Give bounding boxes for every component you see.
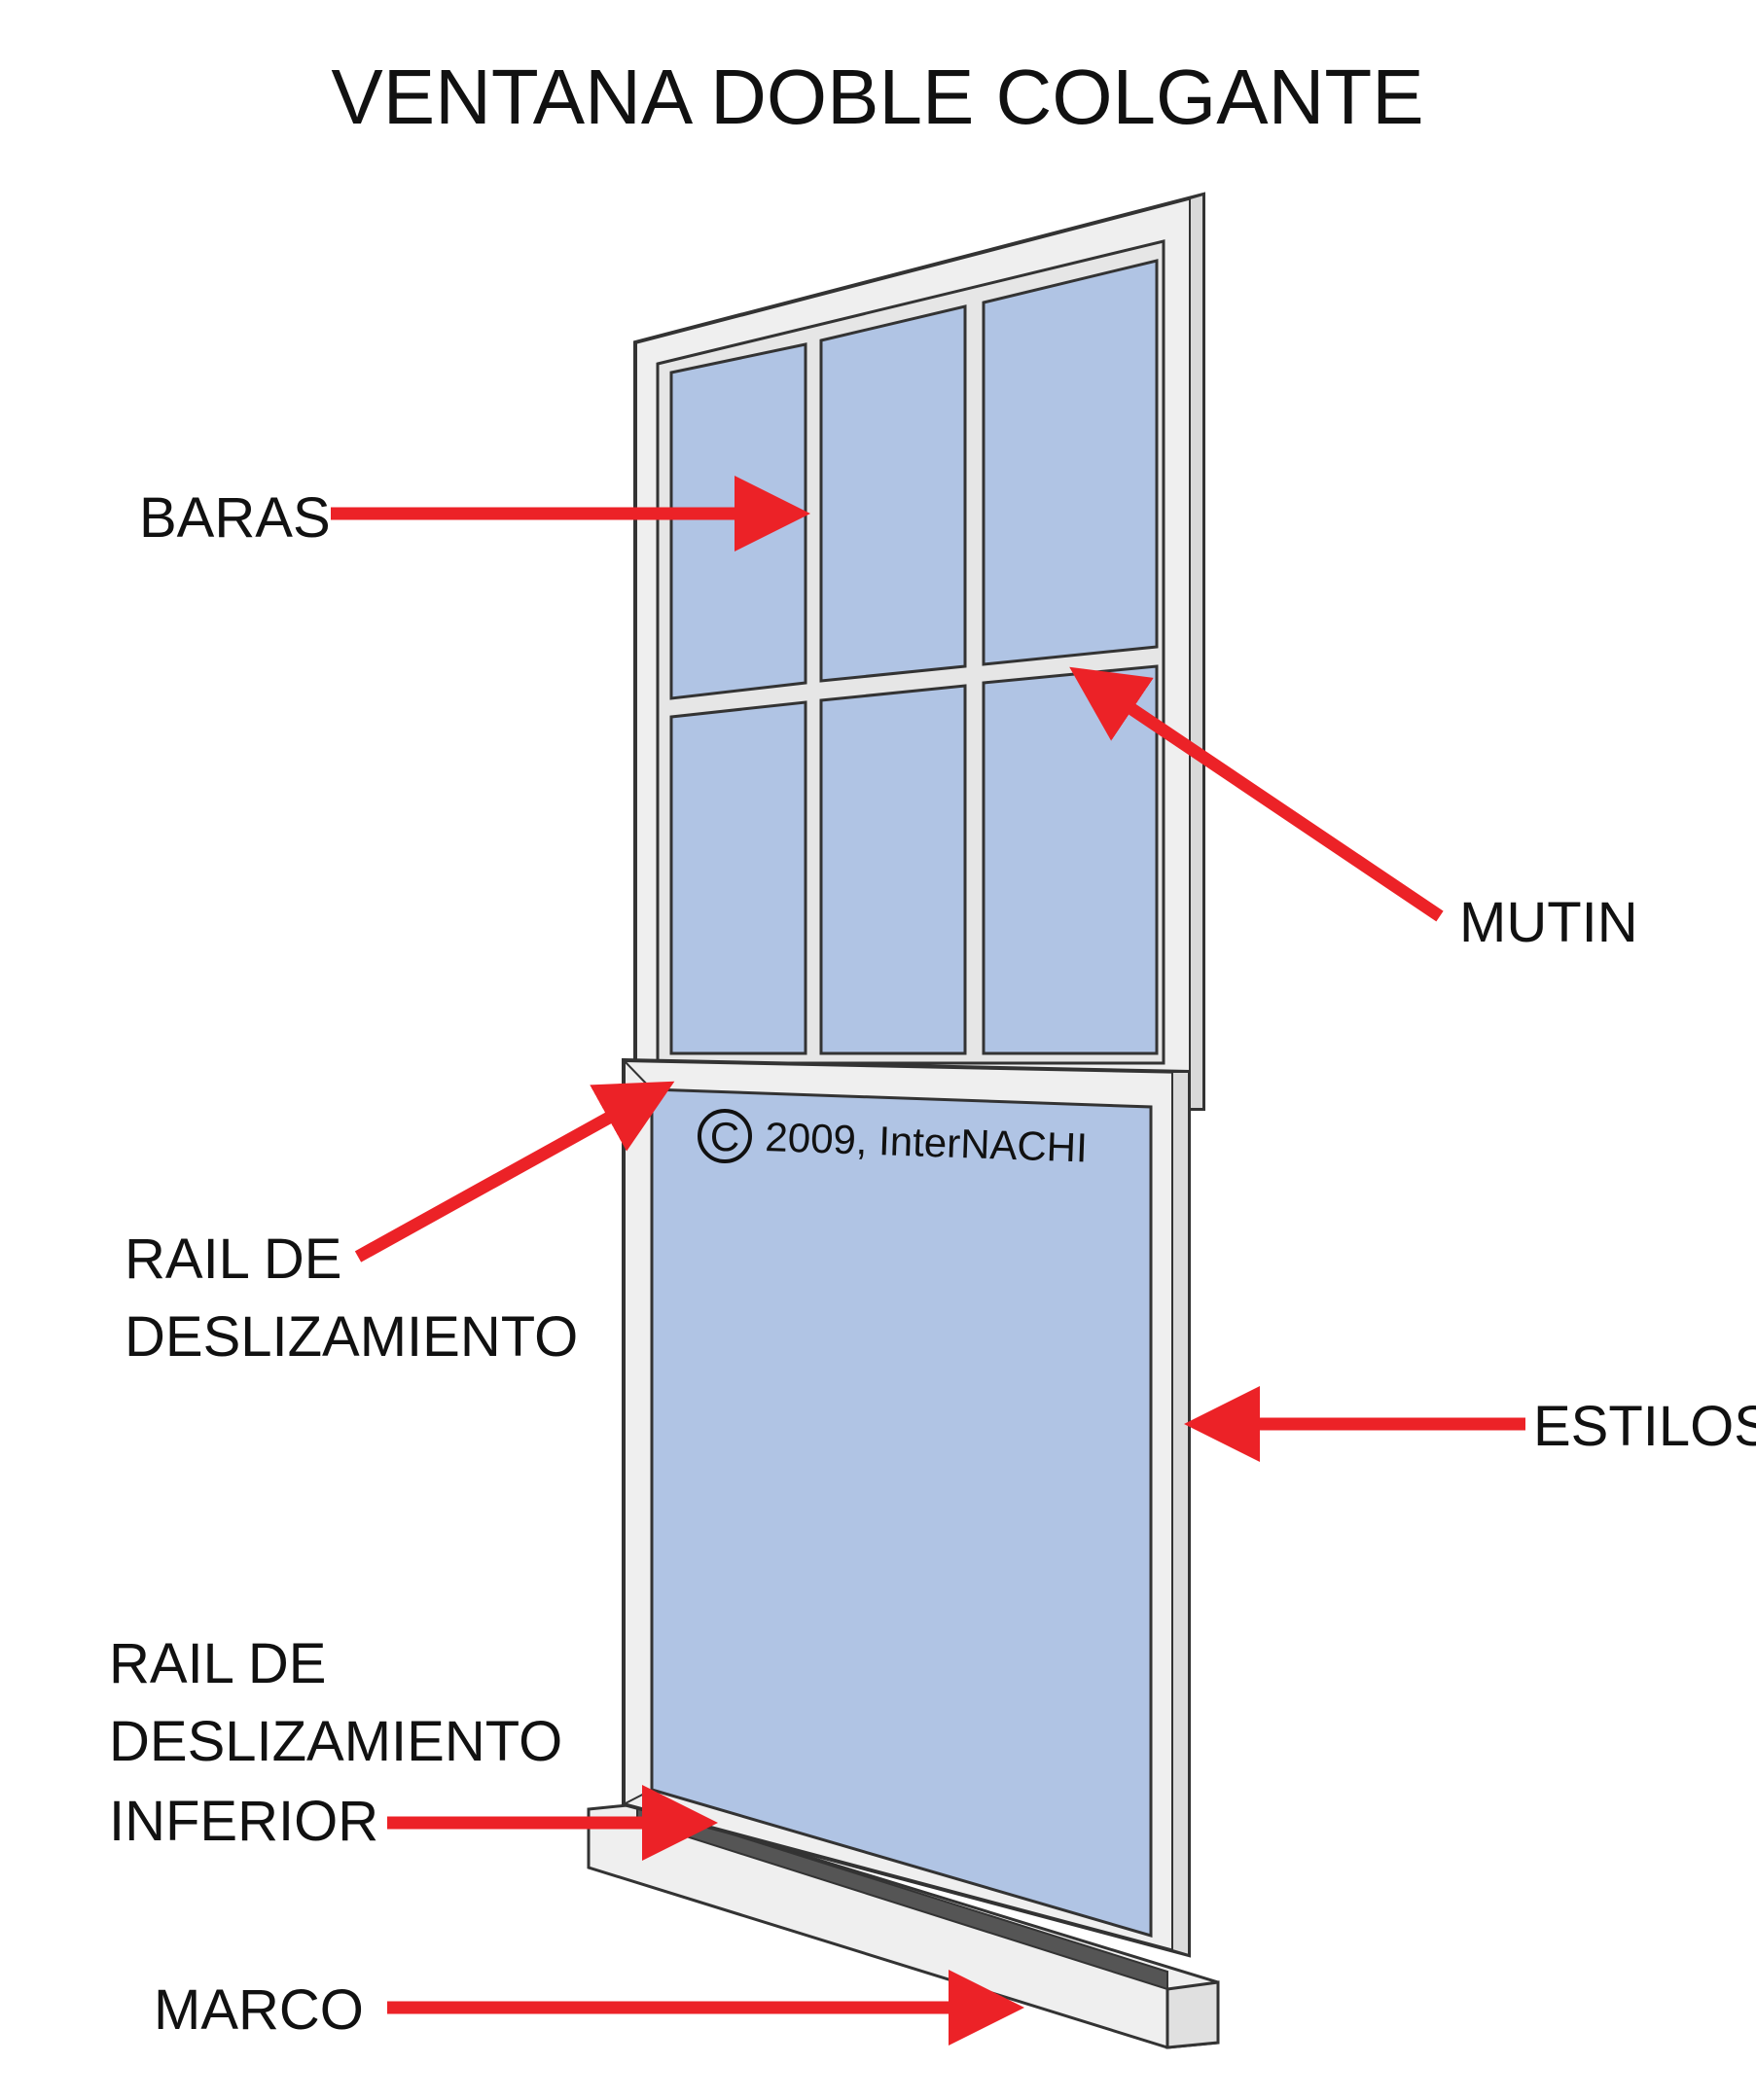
copyright-notice: C 2009, InterNACHI [698,1109,1089,1171]
lower-glass [650,1087,1153,1939]
arrow-mutin [1069,666,1444,922]
diagram-title: VENTANA DOBLE COLGANTE [331,53,1423,140]
upper-sash [633,192,1205,1111]
svg-text:C: C [710,1114,739,1159]
glass-pane [669,700,807,1055]
lower-sash [622,1057,1191,1958]
arrow-rail-top [354,1081,675,1263]
copyright-icon [698,1109,752,1163]
glass-pane [819,304,967,683]
label-estilos: ESTILOS [1533,1395,1756,1458]
copyright-text: 2009, InterNACHI [765,1114,1089,1171]
label-rail-top: RAIL DE DESLIZAMIENTO [125,1228,578,1369]
label-rail-bottom: RAIL DE DESLIZAMIENTO INFERIOR [109,1632,578,1853]
glass-pane [982,259,1159,666]
label-baras: BARAS [139,486,331,550]
glass-pane [982,664,1159,1055]
label-mutin: MUTIN [1459,891,1638,954]
label-marco: MARCO [154,1978,364,2042]
glass-pane [669,342,807,700]
arrows [331,476,1525,2046]
glass-pane [819,684,967,1055]
